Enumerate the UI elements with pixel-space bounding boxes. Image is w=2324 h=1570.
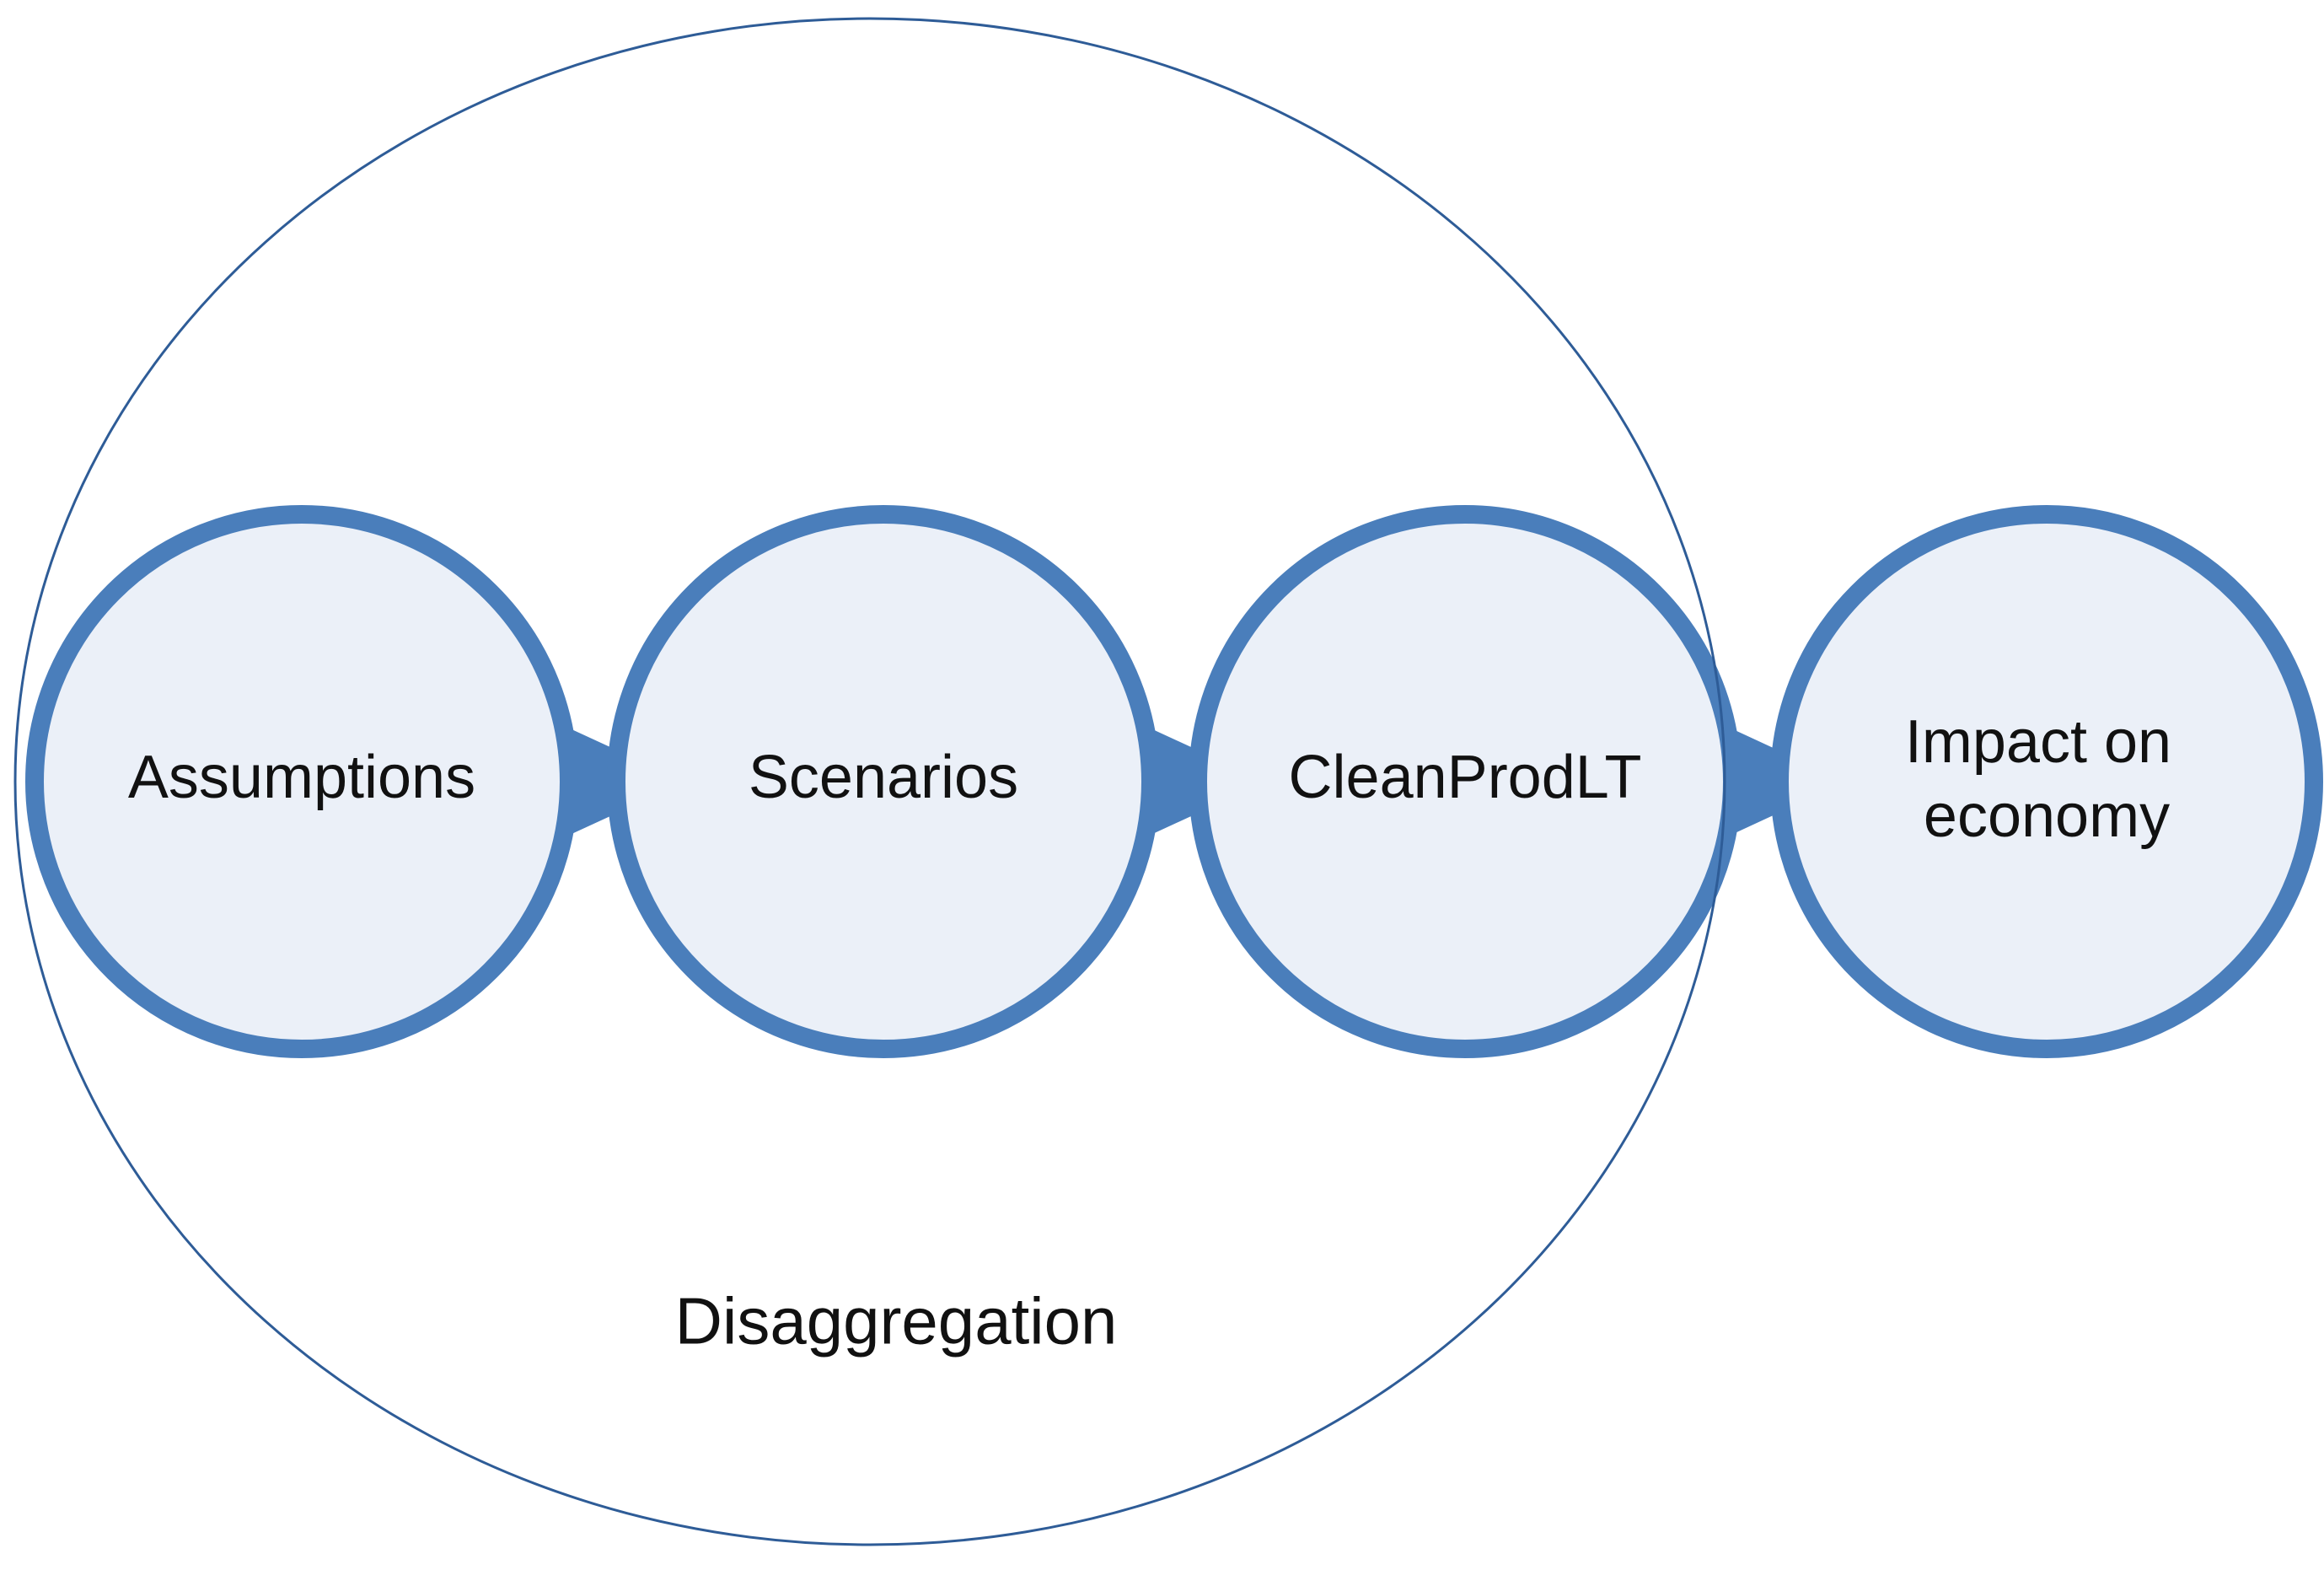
grouping-ellipse-disaggregation	[13, 17, 1726, 1546]
node-label: Impact on economy	[1905, 708, 2188, 850]
node-impact-on-economy[interactable]: Impact on economy	[1770, 505, 2323, 1058]
node-label: Assumptions	[128, 744, 475, 811]
node-circle[interactable]	[1189, 505, 1742, 1058]
node-assumptions[interactable]: Assumptions	[25, 505, 578, 1058]
node-label: CleanProdLT	[1289, 744, 1642, 811]
node-cleanprodlt[interactable]: CleanProdLT	[1189, 505, 1742, 1058]
node-scenarios[interactable]: Scenarios	[607, 505, 1160, 1058]
node-circle[interactable]	[25, 505, 578, 1058]
node-layer: Assumptions Scenarios CleanProdLT Impact…	[25, 505, 2323, 1058]
node-circle[interactable]	[607, 505, 1160, 1058]
node-label: Scenarios	[749, 744, 1018, 811]
node-circle[interactable]	[1770, 505, 2323, 1058]
group-label-disaggregation: Disaggregation	[675, 1284, 1118, 1358]
